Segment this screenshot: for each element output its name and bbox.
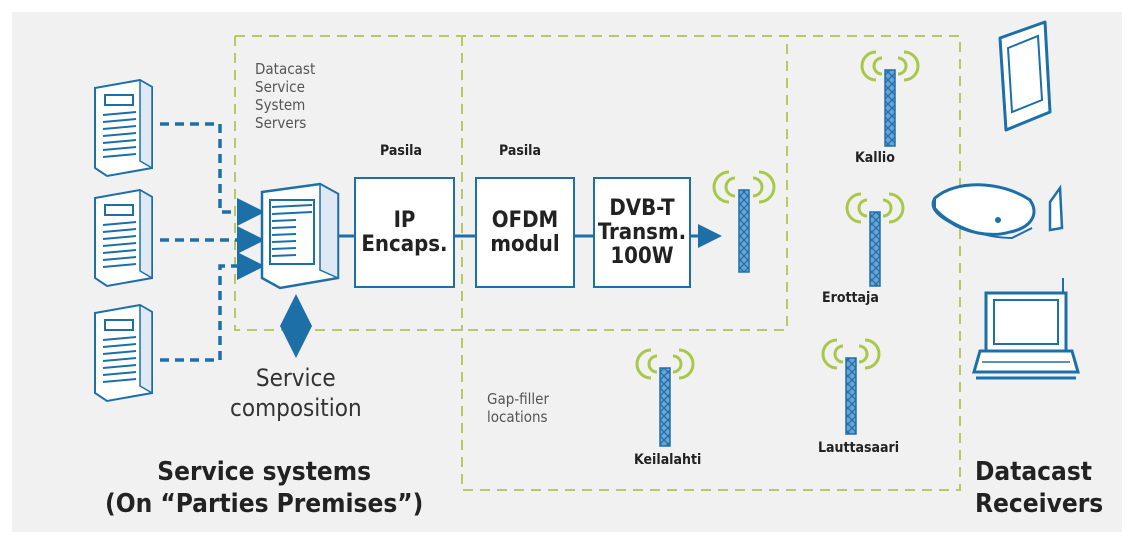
- pasila-label-2: Pasila: [499, 143, 541, 159]
- transmitter-antenna-icon: [712, 170, 776, 273]
- ofdm-modulator-box: OFDM modul: [475, 177, 575, 288]
- erottaja-label: Erottaja: [822, 290, 879, 306]
- kallio-label: Kallio: [855, 150, 895, 166]
- datacast-server-icon: [260, 182, 340, 290]
- router-icon: [931, 183, 1064, 240]
- kallio-antenna-icon: [860, 50, 920, 147]
- lauttasaari-label: Lauttasaari: [818, 440, 900, 456]
- erottaja-antenna-icon: [845, 192, 905, 287]
- gap-filler-label: Gap-filler locations: [487, 390, 550, 426]
- pasila-label-1: Pasila: [380, 143, 422, 159]
- system-region-outline: [234, 35, 961, 491]
- service-systems-label: Service systems (On “Parties Premises”): [105, 457, 424, 519]
- dvbt-transmitter-box: DVB-T Transm. 100W: [593, 177, 691, 288]
- source-server-icon-3: [94, 303, 153, 403]
- tablet-icon: [998, 20, 1052, 132]
- lauttasaari-antenna-icon: [821, 338, 881, 435]
- source-server-icon-1: [94, 78, 153, 178]
- service-composition-label: Service composition: [230, 364, 362, 422]
- source-server-icon-2: [94, 188, 153, 288]
- datacast-receivers-label: Datacast Receivers: [975, 457, 1104, 519]
- datacast-servers-label: Datacast Service System Servers: [255, 60, 316, 132]
- keilalahti-label: Keilalahti: [634, 452, 702, 468]
- keilalahti-antenna-icon: [635, 348, 695, 447]
- ip-encapsulator-box: IP Encaps.: [354, 177, 455, 288]
- server-link-lines: [160, 122, 265, 362]
- laptop-icon: [972, 278, 1080, 380]
